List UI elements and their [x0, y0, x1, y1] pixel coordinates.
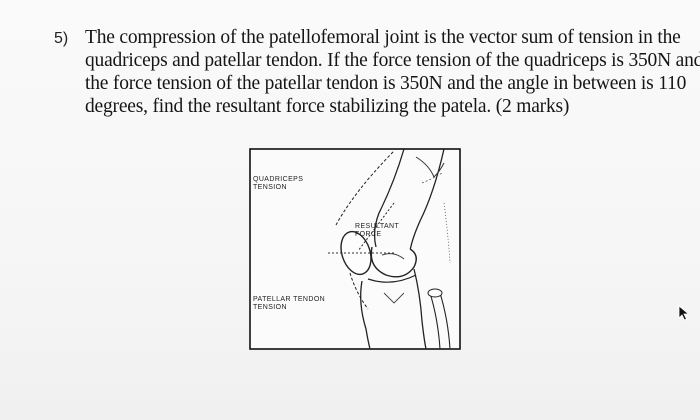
calf-texture: [443, 202, 451, 264]
question-line-2: quadriceps and patellar tendon. If the f…: [85, 50, 700, 71]
tibia-front: [360, 280, 371, 350]
question-line-3: the force tension of the patellar tendon…: [85, 73, 687, 94]
mouse-pointer-icon: [678, 305, 690, 321]
patellar-label-line-2: TENSION: [253, 304, 287, 311]
question-text: The compression of the patellofemoral jo…: [85, 26, 700, 118]
knee-diagram: QUADRICEPS TENSION RESULTANT FORCE PATEL…: [244, 143, 466, 361]
patellar-label-line-1: PATELLAR TENDON: [253, 296, 326, 303]
fibula-front: [429, 292, 441, 350]
question-line-4: degrees, find the resultant force stabil…: [85, 96, 570, 117]
quadriceps-tension-label: QUADRICEPS TENSION: [253, 176, 303, 192]
fibula-back: [439, 292, 451, 350]
patellar-tendon: [349, 272, 369, 310]
fibula-head: [427, 288, 443, 298]
quadriceps-tendon: [335, 150, 395, 226]
resultant-label-line-2: FORCE: [355, 231, 382, 238]
quadriceps-label-line-2: TENSION: [253, 184, 287, 191]
question-number: 5): [54, 30, 69, 47]
patellar-tendon-tension-label: PATELLAR TENDON TENSION: [253, 296, 325, 312]
resultant-vector: [357, 202, 395, 252]
resultant-force-label: RESULTANT FORCE: [355, 223, 399, 239]
knee-illustration: [249, 148, 461, 350]
tibia-back: [413, 268, 427, 350]
femur-outline-back: [404, 148, 445, 252]
condyle-detail: [381, 253, 405, 260]
muscle-hatch: [421, 172, 443, 184]
question-line-1: The compression of the patellofemoral jo…: [85, 27, 681, 48]
tibial-plateau: [367, 274, 417, 283]
femur-outline-front: [362, 148, 405, 248]
muscle-texture: [415, 156, 445, 178]
resultant-label-line-1: RESULTANT: [355, 223, 400, 230]
joint-marker: [383, 292, 405, 304]
quadriceps-label-line-1: QUADRICEPS: [253, 176, 304, 183]
